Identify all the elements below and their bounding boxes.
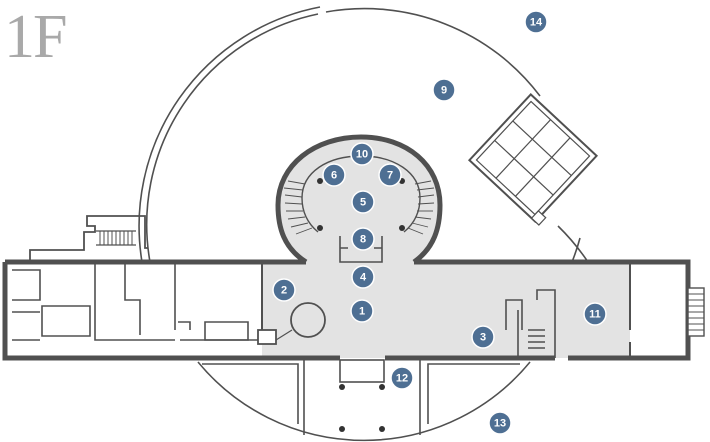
marker-9[interactable]: 9 bbox=[432, 78, 456, 102]
marker-circle[interactable] bbox=[390, 366, 414, 390]
marker-6[interactable]: 6 bbox=[322, 163, 346, 187]
floor-label: 1F bbox=[4, 3, 68, 71]
marker-label: 9 bbox=[441, 85, 447, 97]
marker-circle[interactable] bbox=[378, 163, 402, 187]
marker-13[interactable]: 13 bbox=[488, 411, 512, 435]
marker-7[interactable]: 7 bbox=[378, 163, 402, 187]
marker-label: 12 bbox=[396, 373, 408, 385]
marker-label: 7 bbox=[387, 170, 393, 182]
marker-2[interactable]: 2 bbox=[272, 278, 296, 302]
marker-8[interactable]: 8 bbox=[351, 227, 375, 251]
marker-circle[interactable] bbox=[351, 265, 375, 289]
marker-label: 6 bbox=[331, 170, 337, 182]
marker-3[interactable]: 3 bbox=[471, 325, 495, 349]
entrance-area bbox=[202, 359, 520, 435]
marker-12[interactable]: 12 bbox=[390, 366, 414, 390]
marker-14[interactable]: 14 bbox=[524, 10, 548, 34]
marker-circle[interactable] bbox=[488, 411, 512, 435]
marker-label: 3 bbox=[480, 332, 486, 344]
marker-circle[interactable] bbox=[351, 227, 375, 251]
oval-stair-hall bbox=[275, 134, 443, 265]
marker-label: 10 bbox=[356, 149, 368, 161]
marker-1[interactable]: 1 bbox=[350, 299, 374, 323]
main-wing-walls bbox=[2, 215, 705, 361]
marker-11[interactable]: 11 bbox=[583, 302, 607, 326]
marker-label: 8 bbox=[360, 234, 366, 246]
marker-circle[interactable] bbox=[350, 142, 374, 166]
marker-circle[interactable] bbox=[524, 10, 548, 34]
marker-circle[interactable] bbox=[432, 78, 456, 102]
outer-rotunda-walls bbox=[138, 6, 589, 442]
marker-label: 14 bbox=[530, 17, 543, 29]
marker-4[interactable]: 4 bbox=[351, 265, 375, 289]
marker-label: 13 bbox=[494, 418, 506, 430]
marker-circle[interactable] bbox=[583, 302, 607, 326]
marker-label: 1 bbox=[359, 306, 365, 318]
marker-label: 4 bbox=[360, 272, 367, 284]
marker-circle[interactable] bbox=[272, 278, 296, 302]
marker-label: 11 bbox=[589, 309, 601, 321]
marker-circle[interactable] bbox=[471, 325, 495, 349]
marker-circle[interactable] bbox=[350, 299, 374, 323]
marker-label: 5 bbox=[360, 197, 366, 209]
marker-5[interactable]: 5 bbox=[351, 190, 375, 214]
marker-label: 2 bbox=[281, 285, 287, 297]
marker-10[interactable]: 10 bbox=[350, 142, 374, 166]
marker-circle[interactable] bbox=[322, 163, 346, 187]
glass-pavilion bbox=[467, 92, 599, 226]
marker-circle[interactable] bbox=[351, 190, 375, 214]
